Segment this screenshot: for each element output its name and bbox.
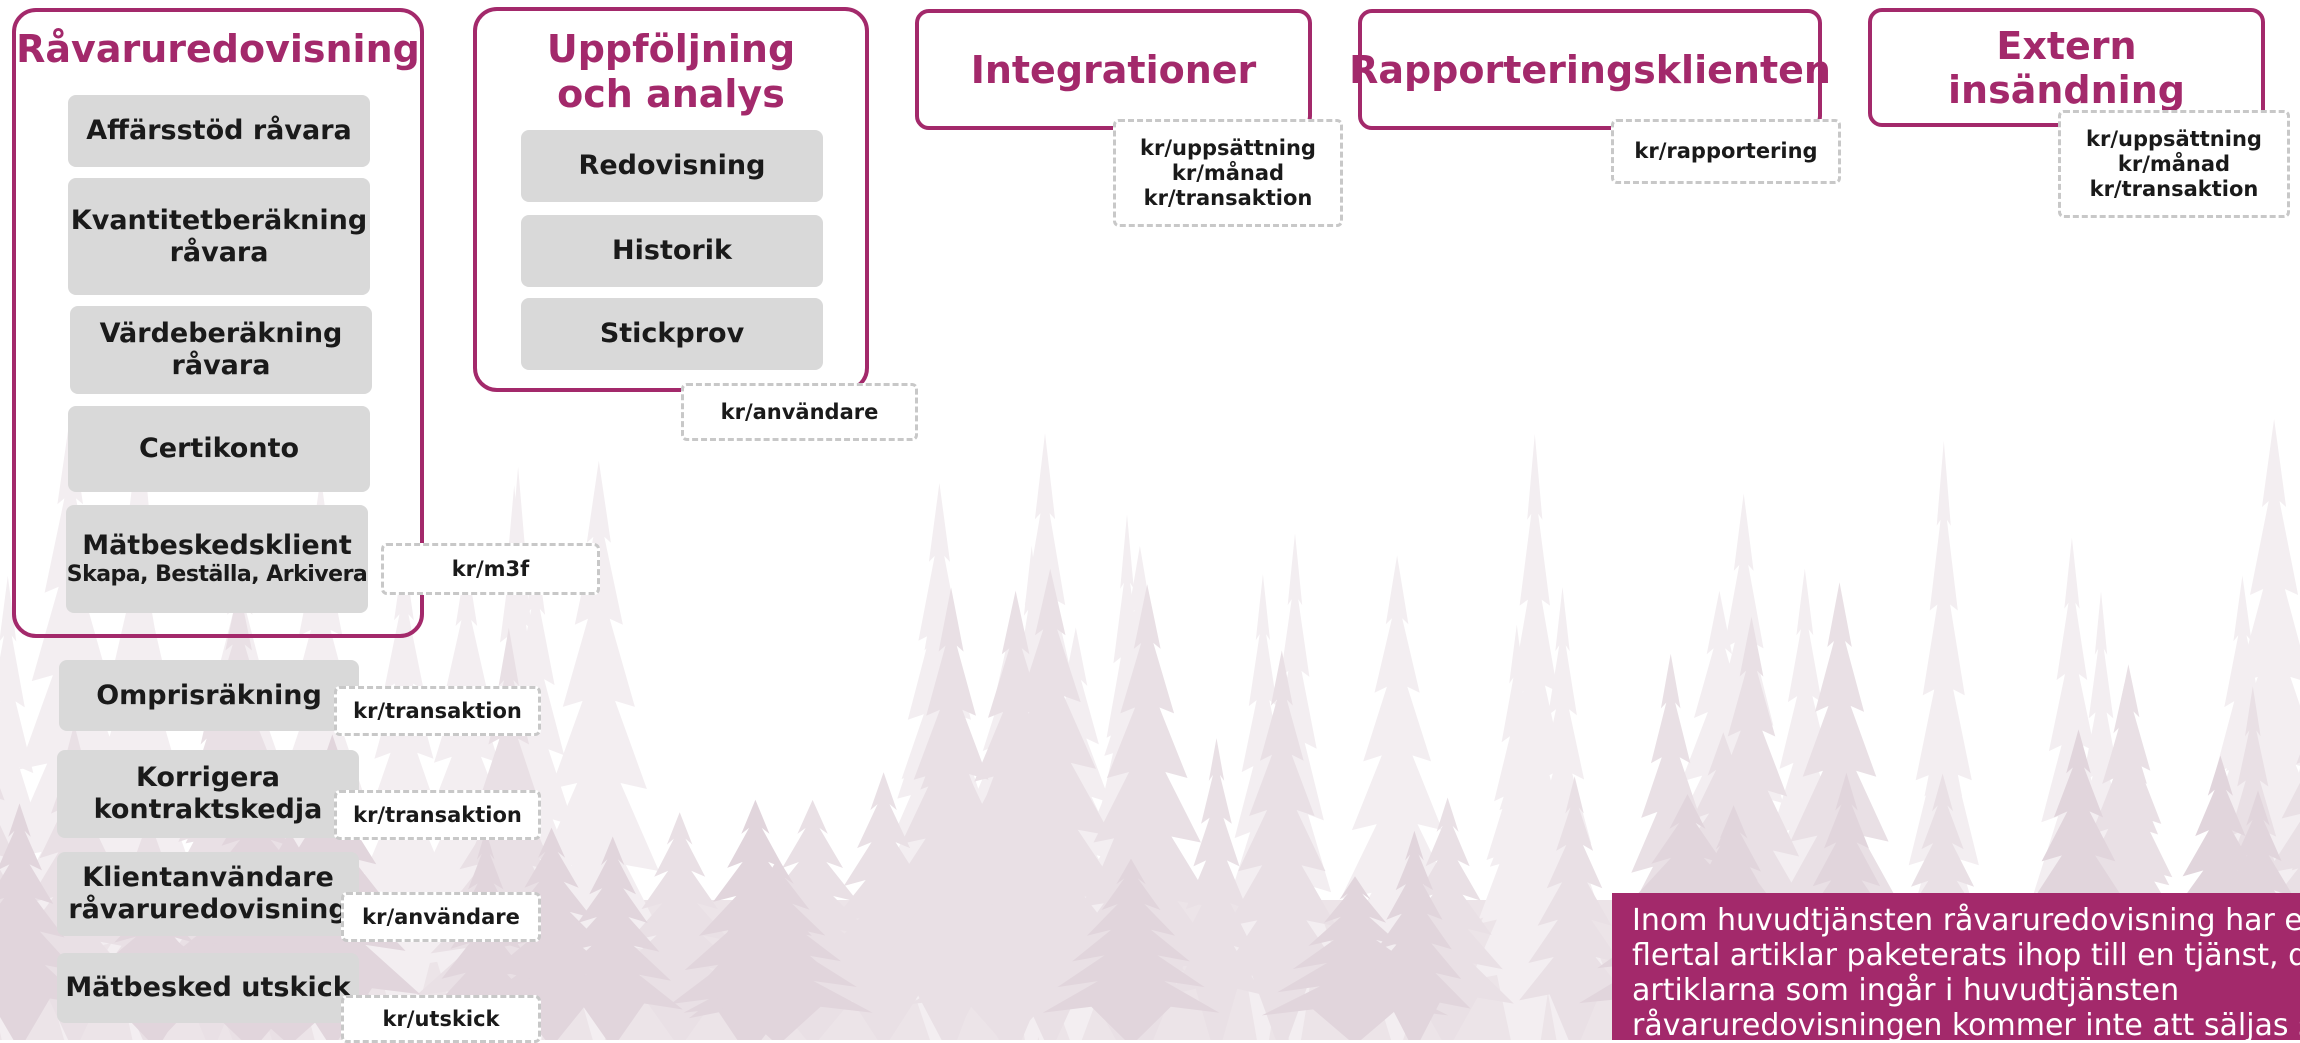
uppfoljning-group: Uppföljning och analys <box>473 7 869 392</box>
item-vardeberakning-ravara: Värdeberäkning råvara <box>70 306 372 394</box>
item-historik: Historik <box>521 215 823 287</box>
price-line: kr/uppsättning <box>2086 126 2262 151</box>
price-matbesked: kr/m3f <box>381 543 600 595</box>
addon-matbesked-utskick: Mätbesked utskick <box>57 953 359 1023</box>
price-extern-insandning: kr/uppsättning kr/månad kr/transaktion <box>2058 110 2290 218</box>
price-integrationer: kr/uppsättning kr/månad kr/transaktion <box>1113 119 1343 227</box>
addon-klientanvandare: Klientanvändare råvaruredovisning <box>57 852 359 936</box>
item-stickprov: Stickprov <box>521 298 823 370</box>
extern-insandning-box: Extern insändning <box>1868 8 2265 127</box>
price-line: kr/transaktion <box>2089 176 2259 201</box>
matbeskedsklient-title: Mätbeskedsklient <box>82 530 352 561</box>
addon-omprisrakning-price: kr/transaktion <box>334 686 541 736</box>
price-line: kr/månad <box>2117 151 2231 176</box>
ravaruredovisning-title: Råvaruredovisning <box>16 27 420 71</box>
integrationer-box: Integrationer <box>915 9 1312 130</box>
price-rapportering: kr/rapportering <box>1611 119 1841 184</box>
addon-korrigera-price: kr/transaktion <box>334 790 541 840</box>
price-line: kr/månad <box>1171 160 1285 185</box>
rapporteringsklienten-box: Rapporteringsklienten <box>1349 9 1831 130</box>
note-line: artiklarna som ingår i huvudtjänsten <box>1632 973 2180 1008</box>
uppfoljning-title: Uppföljning och analys <box>546 27 796 116</box>
item-affarsstod-ravara: Affärsstöd råvara <box>68 95 370 167</box>
price-line: kr/uppsättning <box>1140 135 1316 160</box>
info-note: Inom huvudtjänsten råvaruredovisning har… <box>1612 893 2300 1040</box>
price-uppfoljning: kr/användare <box>681 383 918 441</box>
item-kvantitetberakning-ravara: Kvantitetberäkning råvara <box>68 178 370 295</box>
item-certikonto: Certikonto <box>68 406 370 492</box>
addon-klientanvandare-price: kr/användare <box>341 892 541 942</box>
addon-matbesked-utskick-price: kr/utskick <box>341 995 541 1043</box>
matbeskedsklient-subtitle: Skapa, Beställa, Arkivera <box>66 562 368 587</box>
note-line: råvaruredovisningen kommer inte att sälj… <box>1632 1008 2300 1040</box>
addon-omprisrakning: Omprisräkning <box>59 660 359 731</box>
price-line: kr/transaktion <box>1143 185 1313 210</box>
ravaruredovisning-group: Råvaruredovisning <box>12 8 424 638</box>
item-matbeskedsklient: Mätbeskedsklient Skapa, Beställa, Arkive… <box>66 505 368 613</box>
item-redovisning: Redovisning <box>521 130 823 202</box>
note-line: flertal artiklar paketerats ihop till en… <box>1632 938 2300 973</box>
note-line: Inom huvudtjänsten råvaruredovisning har… <box>1632 903 2300 938</box>
addon-korrigera-kontraktskedja: Korrigera kontraktskedja <box>57 750 359 838</box>
